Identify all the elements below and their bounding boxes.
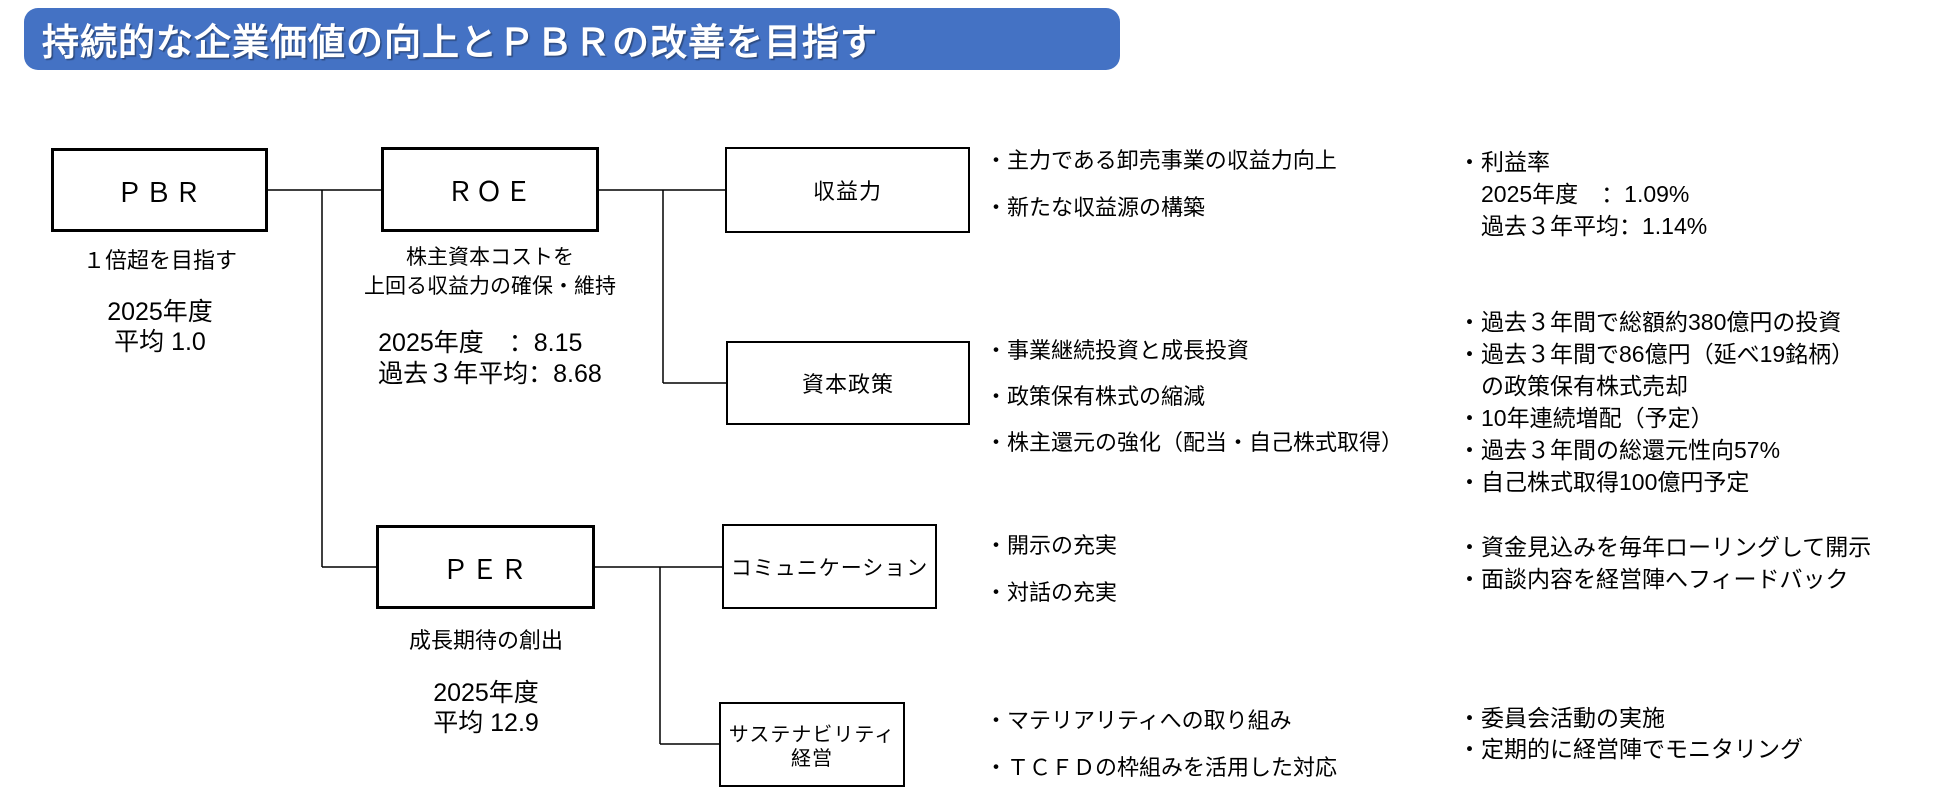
bullet-line: 過去３年平均：1.14%	[1458, 213, 1708, 239]
bullet-line: ・新たな収益源の構築	[985, 195, 1206, 220]
bullet-line: ・過去３年間の総還元性向57%	[1458, 437, 1781, 463]
roe-label: ＲＯＥ	[446, 177, 534, 207]
per-goal: 成長期待の創出	[408, 628, 563, 653]
bullet-line: ・面談内容を経営陣へフィードバック	[1458, 566, 1849, 592]
pbr-stats-note: 2025年度 平均 1.0	[29, 297, 291, 357]
pbr-stat-average: 平均 1.0	[114, 328, 206, 356]
bullet-line: ・過去３年間で総額約380億円の投資	[1458, 309, 1842, 335]
pbr-label: ＰＢＲ	[116, 177, 203, 208]
bullet-line: ・開示の充実	[985, 533, 1118, 558]
capital-policy-results: ・過去３年間で総額約380億円の投資 ・過去３年間で86億円（延べ19銘柄） の…	[1458, 306, 1854, 498]
bullet-line: ・資金見込みを毎年ローリングして開示	[1458, 534, 1872, 560]
roe-box: ＲＯＥ	[381, 147, 599, 232]
per-goal-note: 成長期待の創出	[325, 626, 647, 655]
per-stat-average: 平均 12.9	[433, 709, 539, 737]
sustainability-box: サステナビリティ 経営	[719, 702, 905, 787]
bullet-line: ・委員会活動の実施	[1458, 705, 1665, 731]
sustainability-label-line2: 経営	[791, 748, 833, 770]
bullet-line: ・事業継続投資と成長投資	[985, 338, 1250, 363]
sustainability-label-line1: サステナビリティ	[728, 724, 896, 746]
bullet-line: 2025年度 ：1.09%	[1458, 181, 1690, 207]
profitability-actions: ・主力である卸売事業の収益力向上 ・新たな収益源の構築	[985, 137, 1337, 231]
profitability-results: ・利益率 2025年度 ：1.09% 過去３年平均：1.14%	[1458, 146, 1707, 242]
bullet-line: ・自己株式取得100億円予定	[1458, 469, 1750, 495]
per-box: ＰＥＲ	[376, 525, 595, 609]
pbr-goal: １倍超を目指す	[82, 248, 237, 273]
communication-actions: ・開示の充実 ・対話の充実	[985, 522, 1117, 616]
capital-policy-label: 資本政策	[801, 372, 894, 397]
bullet-line: ・過去３年間で86億円（延べ19銘柄）	[1458, 341, 1855, 367]
bullet-line: ・ＴＣＦＤの枠組みを活用した対応	[985, 755, 1338, 780]
per-label: ＰＥＲ	[442, 554, 529, 585]
bullet-line: の政策保有株式売却	[1458, 373, 1688, 399]
capital-policy-box: 資本政策	[726, 341, 970, 425]
sustainability-results: ・委員会活動の実施 ・定期的に経営陣でモニタリング	[1458, 703, 1803, 765]
profitability-label: 収益力	[812, 179, 882, 204]
bullet-line: ・マテリアリティへの取り組み	[985, 708, 1292, 733]
roe-goal-note: 株主資本コストを 上回る収益力の確保・維持	[320, 243, 660, 301]
roe-stat-3yr: 過去３年平均：8.68	[378, 360, 602, 388]
pbr-box: ＰＢＲ	[51, 148, 268, 232]
per-stat-year: 2025年度	[433, 679, 539, 707]
communication-box: コミュニケーション	[722, 524, 937, 609]
communication-results: ・資金見込みを毎年ローリングして開示 ・面談内容を経営陣へフィードバック	[1458, 531, 1871, 595]
sustainability-actions: ・マテリアリティへの取り組み ・ＴＣＦＤの枠組みを活用した対応	[985, 697, 1337, 791]
bullet-line: ・主力である卸売事業の収益力向上	[985, 148, 1337, 173]
roe-goal-line1: 株主資本コストを	[406, 246, 574, 269]
pbr-stat-year: 2025年度	[107, 298, 213, 326]
bullet-line: ・株主還元の強化（配当・自己株式取得）	[985, 430, 1404, 455]
bullet-line: ・利益率	[1458, 149, 1550, 175]
profitability-box: 収益力	[725, 147, 970, 233]
pbr-goal-note: １倍超を目指す	[29, 246, 291, 275]
per-stats-note: 2025年度 平均 12.9	[325, 678, 647, 738]
roe-goal-line2: 上回る収益力の確保・維持	[364, 275, 616, 298]
communication-label: コミュニケーション	[730, 556, 929, 580]
bullet-line: ・定期的に経営陣でモニタリング	[1458, 736, 1803, 762]
bullet-line: ・10年連続増配（予定）	[1458, 405, 1714, 431]
roe-stats-note: 2025年度 ：8.15 過去３年平均：8.68	[320, 328, 660, 390]
bullet-line: ・対話の充実	[985, 580, 1118, 605]
roe-stat-2025: 2025年度 ：8.15	[378, 329, 583, 357]
page-title: 持続的な企業価値の向上とＰＢＲの改善を目指す	[42, 22, 878, 63]
title-banner: 持続的な企業価値の向上とＰＢＲの改善を目指す	[24, 8, 1120, 70]
bullet-line: ・政策保有株式の縮減	[985, 384, 1206, 409]
capital-policy-actions: ・事業継続投資と成長投資 ・政策保有株式の縮減 ・株主還元の強化（配当・自己株式…	[985, 328, 1403, 466]
